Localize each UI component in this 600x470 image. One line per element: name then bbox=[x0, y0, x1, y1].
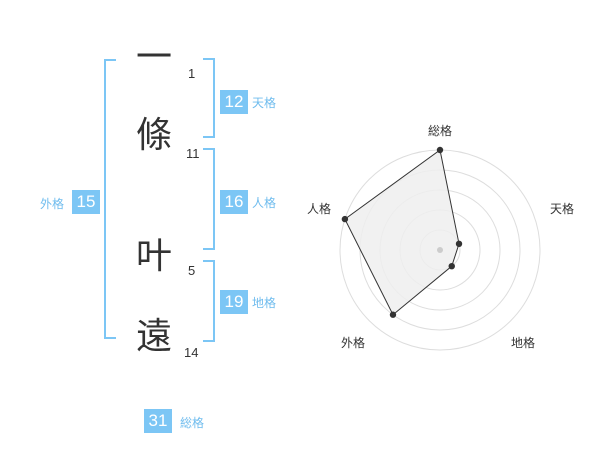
gaikaku-bracket bbox=[104, 59, 116, 339]
chikaku-label: 地格 bbox=[252, 296, 277, 310]
radar-axis-label-tenkaku: 天格 bbox=[550, 202, 575, 216]
radar-center-dot bbox=[437, 247, 443, 253]
chikaku-bracket bbox=[203, 260, 215, 342]
radar-point-5 bbox=[341, 215, 349, 223]
jinkaku-bracket bbox=[203, 148, 215, 250]
radar-point-4 bbox=[389, 311, 397, 318]
stroke-count-1: 1 bbox=[188, 66, 196, 81]
radar-axis-label-jinkaku: 人格 bbox=[307, 202, 332, 216]
radar-axis-label-soukaku: 総格 bbox=[428, 124, 453, 138]
name-char-4: 遠 bbox=[135, 316, 172, 357]
tenkaku-bracket bbox=[203, 58, 215, 138]
radar-axis-label-chikaku: 地格 bbox=[511, 336, 536, 350]
radar-point-2 bbox=[455, 240, 463, 248]
stroke-count-3: 5 bbox=[188, 263, 196, 278]
chikaku-value-badge: 19 bbox=[220, 290, 248, 314]
gaikaku-label: 外格 bbox=[40, 197, 65, 211]
tenkaku-value-badge: 12 bbox=[220, 90, 248, 114]
stroke-count-4: 14 bbox=[184, 345, 199, 360]
soukaku-label: 総格 bbox=[180, 416, 205, 430]
radar-point-3 bbox=[448, 262, 455, 270]
radar-data-polygon bbox=[344, 149, 460, 316]
name-char-2: 條 bbox=[135, 115, 172, 156]
name-char-1: 一 bbox=[135, 37, 172, 78]
radar-axis-label-gaikaku: 外格 bbox=[341, 336, 366, 350]
radar-point-1 bbox=[436, 146, 444, 154]
jinkaku-value-badge: 16 bbox=[220, 190, 248, 214]
stroke-count-2: 11 bbox=[186, 146, 200, 161]
tenkaku-label: 天格 bbox=[252, 96, 277, 110]
soukaku-value-badge: 31 bbox=[144, 409, 172, 433]
gaikaku-value-badge: 15 bbox=[72, 190, 100, 214]
jinkaku-label: 人格 bbox=[252, 196, 277, 210]
name-char-3: 叶 bbox=[135, 236, 172, 277]
